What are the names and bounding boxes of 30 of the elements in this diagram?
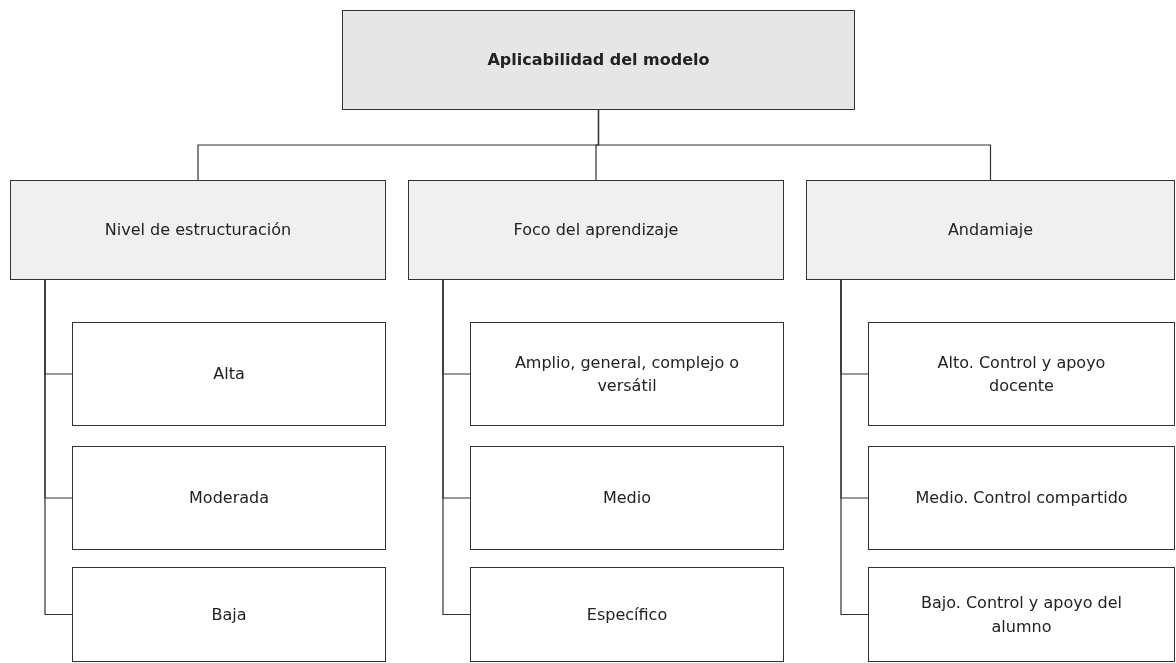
category-box bbox=[806, 180, 1175, 280]
category-box bbox=[72, 322, 386, 426]
category-box bbox=[408, 180, 784, 280]
node-label: Alta bbox=[212, 363, 246, 386]
category-box bbox=[470, 567, 784, 662]
node-label: Amplio, general, complejo o versátil bbox=[513, 351, 741, 397]
category-box bbox=[72, 446, 386, 550]
connector-line bbox=[442, 279, 471, 616]
node-label: Nivel de estructuración bbox=[103, 219, 293, 242]
node-label: Bajo. Control y apoyo del alumno bbox=[920, 592, 1123, 638]
node-label: Andamiaje bbox=[946, 219, 1035, 242]
category-box bbox=[470, 322, 784, 426]
node-label: Alto. Control y apoyo docente bbox=[936, 351, 1107, 397]
node-label: Medio bbox=[601, 487, 652, 510]
category-box bbox=[72, 567, 386, 662]
node-label: Baja bbox=[210, 603, 248, 626]
category-box bbox=[10, 180, 386, 280]
category-box bbox=[868, 567, 1175, 662]
connector-line bbox=[597, 109, 992, 181]
category-box bbox=[470, 446, 784, 550]
category-box bbox=[868, 322, 1175, 426]
root-box bbox=[342, 10, 855, 110]
connector-line bbox=[44, 279, 73, 616]
node-label: Foco del aprendizaje bbox=[512, 219, 680, 242]
node-label: Medio. Control compartido bbox=[914, 487, 1129, 510]
node-label: Aplicabilidad del modelo bbox=[486, 49, 711, 72]
node-label: Moderada bbox=[188, 487, 270, 510]
node-label: Específico bbox=[585, 603, 669, 626]
category-box bbox=[868, 446, 1175, 550]
connector-line bbox=[840, 279, 869, 616]
